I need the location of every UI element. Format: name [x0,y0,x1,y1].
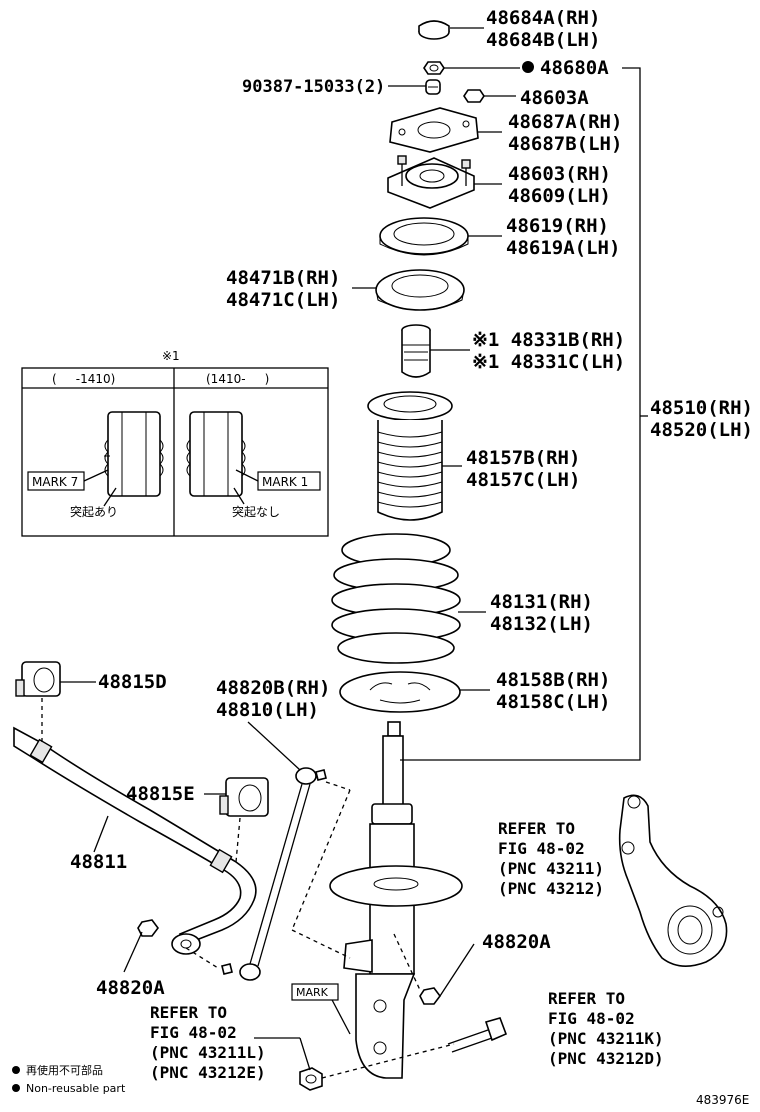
label-48132: 48132(LH) [490,613,593,635]
label-48811: 48811 [70,851,127,873]
nut-48820a-right-drawing [419,987,441,1005]
ref-nut-line1: REFER TO [150,1003,227,1022]
label-48810: 48810(LH) [216,699,319,721]
legend-item-2: Non-reusable part [26,1082,126,1095]
inset-bumper-mark7 [104,411,164,497]
bumper-48331-drawing [401,324,431,378]
label-48815e: 48815E [126,783,195,805]
insulator-48158-drawing [339,671,461,713]
ref-nut-line3: (PNC 43211L) [150,1043,266,1062]
cap-48684-drawing [418,20,450,40]
label-48520: 48520(LH) [650,419,753,441]
label-48157c: 48157C(LH) [466,469,580,491]
label-48603a: 48603A [520,87,589,109]
inset-mark1-label: MARK 1 [262,475,308,489]
steering-knuckle-drawing [618,794,728,967]
bearing-48619-drawing [379,217,469,256]
label-48820a-right: 48820A [482,931,551,953]
label-48820b: 48820B(RH) [216,677,330,699]
ref-bolt-line4: (PNC 43212D) [548,1049,664,1068]
inset-bumper-mark1 [186,411,246,497]
ref-nut-line2: FIG 48-02 [150,1023,237,1042]
label-48680a: 48680A [540,57,609,79]
ref-knuckle-line2: FIG 48-02 [498,839,585,858]
ref-knuckle-line1: REFER TO [498,819,575,838]
label-48510: 48510(RH) [650,397,753,419]
inset-mark7-label: MARK 7 [32,475,78,489]
label-48331c: ※1 48331C(LH) [472,351,625,373]
label-48471c: 48471C(LH) [226,289,340,311]
spring-48131-drawing [331,533,461,664]
nut-lower-drawing [299,1067,323,1091]
bushing-48815e-drawing [219,777,269,817]
label-48820a-left: 48820A [96,977,165,999]
plate-48687-drawing [389,107,479,153]
non-reusable-dot [522,61,534,73]
label-48131: 48131(RH) [490,591,593,613]
part-labels: 48684A(RH) 48684B(LH) 48680A 90387-15033… [70,7,753,1107]
ref-knuckle-line3: (PNC 43211) [498,859,604,878]
label-48158b: 48158B(RH) [496,669,610,691]
drawing-number: 483976E [696,1093,749,1107]
ref-bolt-line3: (PNC 43211K) [548,1029,664,1048]
label-48619: 48619(RH) [506,215,609,237]
label-48687b: 48687B(LH) [508,133,622,155]
ref-bolt-line1: REFER TO [548,989,625,1008]
label-48471b: 48471B(RH) [226,267,340,289]
legend-dot-1 [12,1066,20,1074]
leader-lines [41,27,648,1079]
label-48158c: 48158C(LH) [496,691,610,713]
label-48684a: 48684A(RH) [486,7,600,29]
label-48684b: 48684B(LH) [486,29,600,51]
label-48331b: ※1 48331B(RH) [472,329,625,351]
label-48603: 48603(RH) [508,163,611,185]
ref-bolt-line2: FIG 48-02 [548,1009,635,1028]
stabilizer-bar-48811-drawing [13,726,257,955]
inset-col2-header: (1410- ) [206,372,269,386]
inset-note-symbol: ※1 [162,349,180,363]
mark-tag-label: MARK [296,986,329,999]
label-48815d: 48815D [98,671,167,693]
stabilizer-link-48820b-drawing [221,767,327,981]
support-48603-drawing [387,155,475,209]
seat-48471-drawing [375,269,465,311]
inset-col1-header: ( -1410) [52,372,115,386]
ref-knuckle-line4: (PNC 43212) [498,879,604,898]
boot-48157-drawing [367,391,453,521]
nut-48603a-drawing [463,89,485,103]
legend: 再使用不可部品 Non-reusable part [12,1063,126,1095]
mark-tag: MARK [291,983,339,1001]
label-90387: 90387-15033(2) [242,77,385,97]
bushing-90387-drawing [425,79,441,95]
legend-item-1: 再使用不可部品 [26,1063,103,1077]
inset-col2-caption: 突起なし [232,504,280,519]
inset-table: ※1 ( -1410) (1410- ) MARK 7 突起あり [21,349,329,537]
label-48157b: 48157B(RH) [466,447,580,469]
bolt-knuckle-drawing [447,1017,508,1053]
legend-dot-2 [12,1084,20,1092]
bushing-48815d-drawing [15,661,61,697]
inset-col1-caption: 突起あり [70,504,118,519]
label-48619a: 48619A(LH) [506,237,620,259]
shock-absorber-48510-drawing [329,721,463,1079]
nut-48680-drawing [423,61,445,75]
nut-48820a-left-drawing [137,919,159,937]
ref-nut-line4: (PNC 43212E) [150,1063,266,1082]
label-48609: 48609(LH) [508,185,611,207]
label-48687a: 48687A(RH) [508,111,622,133]
